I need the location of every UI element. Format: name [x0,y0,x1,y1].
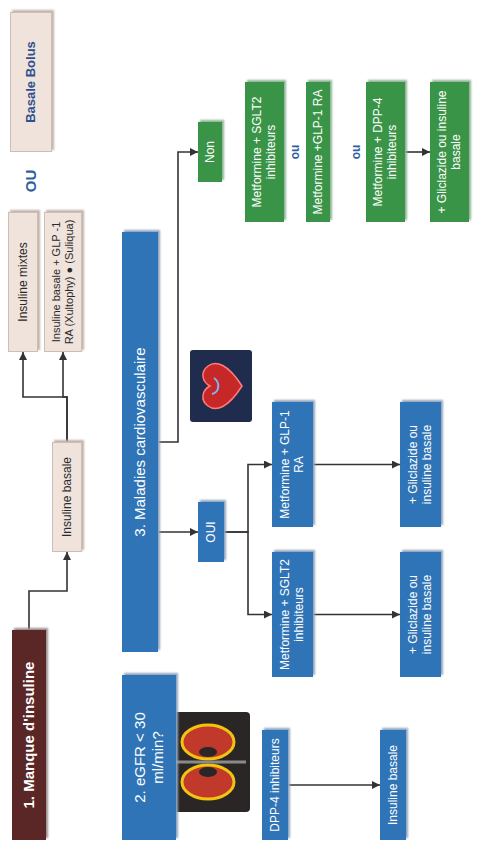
treatment-box: Basale Bolus [10,12,52,152]
treatment-box: Insuline basale [380,730,406,840]
box-text: Metformine + GLP-1 RA [278,408,307,521]
flow-arrow [288,784,380,786]
flow-arrow [23,352,67,442]
box-text: Metformine +GLP-1 RA [311,89,325,214]
answer-box: Non [198,122,222,182]
treatment-box: Metformine + SGLT2 inhibiteurs [245,82,284,222]
flow-arrow [313,614,400,616]
treatment-box: DPP-4 inhibiteurs [262,730,288,840]
treatment-box: Metformine +GLP-1 RA [306,82,330,222]
flow-arrow [224,465,272,533]
box-text: Insuline basale [60,457,74,537]
treatment-box: Metformine + GLP-1 RA [272,402,313,527]
box-text: Insuline basale + GLP -1 RA (Xultophy) ●… [50,219,76,345]
kidney-picture [168,712,250,812]
answer-box: OUI [198,502,224,562]
box-text: Insuline mixtes [16,242,30,321]
box-text: OUI [204,521,218,542]
box-text: Metformine + SGLT2 inhibiteurs [250,88,279,216]
box-text: DPP-4 inhibiteurs [268,738,282,831]
choice-word: OU [22,158,40,204]
flow-arrow [158,531,198,533]
box-text: + Gliclazide ou insuline basale [435,88,464,216]
box-text: Non [203,141,217,163]
choice-word: ou [349,82,363,222]
box-text: + Gliclazide ou insuline basale [406,558,435,671]
box-text: 2. eGFR < 30 ml/min? [131,685,167,830]
box-text: Insuline basale [386,745,400,825]
treatment-box: Insuline mixtes [8,212,38,352]
flow-arrow [224,532,272,615]
box-text: 1. Manque d'insuline [20,662,38,809]
question-box: 3. Maladies cardiovasculaire [122,232,158,652]
treatment-box: + Gliclazide ou insuline basale [400,552,441,677]
flow-arrow [158,152,198,442]
choice-word: ou [288,82,302,222]
treatment-box: Insuline basale + GLP -1 RA (Xultophy) ●… [44,212,82,352]
treatment-box: + Gliclazide ou insuline basale [400,402,441,527]
box-text: Metformine + SGLT2 inhibiteurs [278,558,307,671]
flow-arrow [29,552,67,630]
treatment-box: Insuline basale [52,442,82,552]
flow-arrow [313,464,400,466]
treatment-box: Metformine + DPP-4 inhibiteurs [366,82,405,222]
treatment-box: Metformine + SGLT2 inhibiteurs [272,552,313,677]
question-box: 2. eGFR < 30 ml/min? [122,675,176,840]
box-text: + Gliclazide ou insuline basale [406,408,435,521]
flow-arrow [63,352,67,442]
treatment-box: + Gliclazide ou insuline basale [430,82,469,222]
heart-picture [190,350,252,422]
box-text: Metformine + DPP-4 inhibiteurs [371,88,400,216]
flow-arrow [405,151,430,153]
heading-box: 1. Manque d'insuline [12,630,46,840]
box-text: Basale Bolus [23,41,39,123]
box-text: 3. Maladies cardiovasculaire [131,347,149,536]
